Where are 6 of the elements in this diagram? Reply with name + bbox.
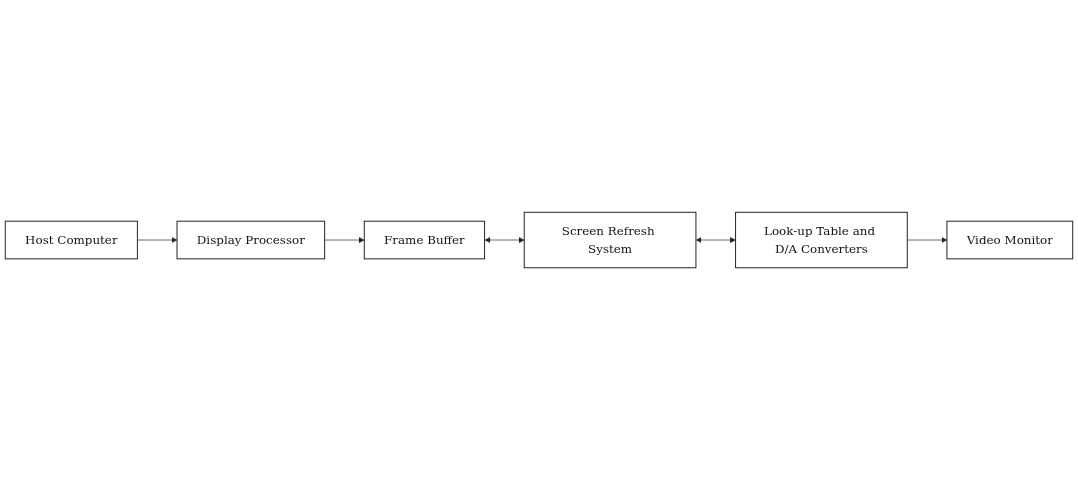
node-box: Screen Refresh System bbox=[523, 211, 697, 269]
node-box: Look-up Table and D/A Converters bbox=[735, 211, 908, 269]
node-box: Display Processor bbox=[176, 220, 326, 260]
node-box: Video Monitor bbox=[946, 220, 1074, 260]
node-box: Host Computer bbox=[4, 220, 138, 260]
node-box: Frame Buffer bbox=[363, 220, 486, 260]
